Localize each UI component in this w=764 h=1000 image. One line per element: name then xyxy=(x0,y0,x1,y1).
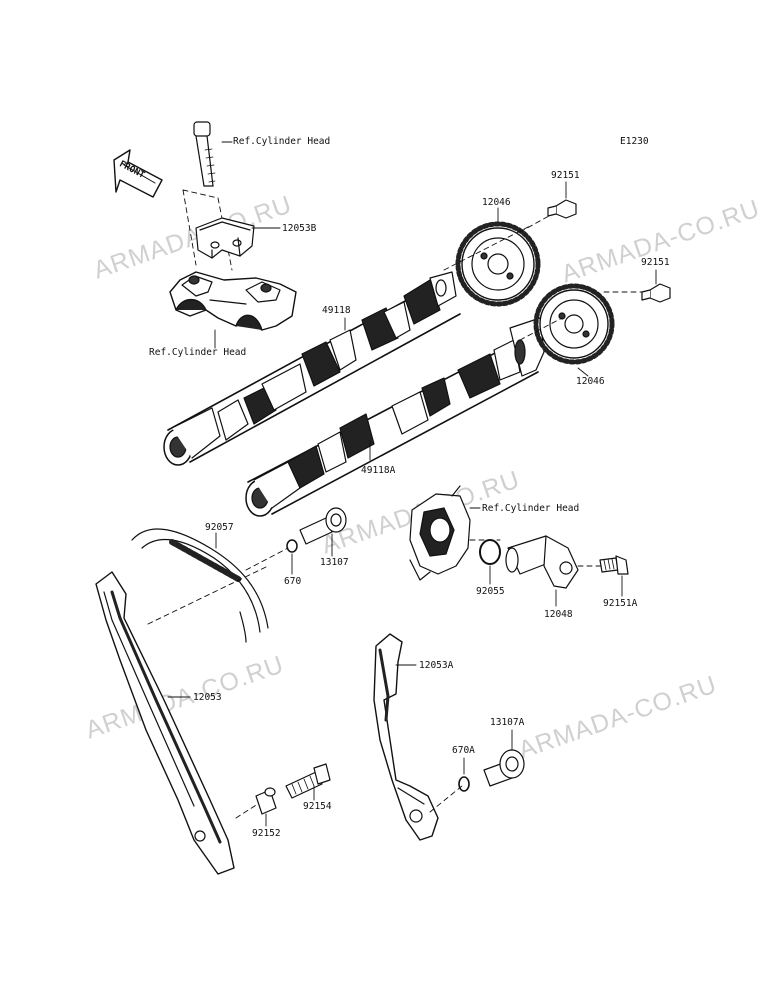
label-92152: 92152 xyxy=(252,828,281,839)
label-12053: 12053 xyxy=(193,692,222,703)
cam-sprocket-lower xyxy=(533,283,615,365)
label-670: 670 xyxy=(284,576,302,587)
label-ref-cylinder-head: Ref.Cylinder Head xyxy=(482,503,580,514)
camshaft-cap-12053B xyxy=(195,217,255,259)
cam-sprocket-upper xyxy=(455,221,541,307)
o-ring-670A xyxy=(458,776,470,792)
diagram-code: E1230 xyxy=(620,136,649,147)
front-arrow-icon xyxy=(113,149,163,198)
camshaft-49118A xyxy=(245,317,545,517)
label-12048: 12048 xyxy=(544,609,573,620)
chain-guide-12053A xyxy=(373,633,439,841)
label-12046: 12046 xyxy=(576,376,605,387)
label-92151: 92151 xyxy=(641,257,670,268)
label-92151: 92151 xyxy=(551,170,580,181)
label-13107A: 13107A xyxy=(490,717,525,728)
o-ring-670 xyxy=(286,539,298,553)
label-12053A: 12053A xyxy=(419,660,454,671)
label-12053B: 12053B xyxy=(282,223,317,234)
gasket-92055 xyxy=(479,539,501,565)
camshaft-49118 xyxy=(163,271,461,466)
label-ref-cylinder-head: Ref.Cylinder Head xyxy=(149,347,247,358)
tensioner-bolt-92151A xyxy=(599,555,629,575)
label-92055: 92055 xyxy=(476,586,505,597)
label-13107: 13107 xyxy=(320,557,349,568)
label-92154: 92154 xyxy=(303,801,332,812)
chain-tensioner-12048 xyxy=(505,535,579,589)
cam-holder-bolt xyxy=(193,121,216,187)
label-92151A: 92151A xyxy=(603,598,638,609)
sprocket-bolt-92151-upper xyxy=(547,199,577,219)
label-12046: 12046 xyxy=(482,197,511,208)
collar-92152 xyxy=(255,787,277,815)
chain-guide-12053 xyxy=(95,571,235,875)
label-92057: 92057 xyxy=(205,522,234,533)
label-670A: 670A xyxy=(452,745,475,756)
label-ref-cylinder-head: Ref.Cylinder Head xyxy=(233,136,331,147)
timing-chain xyxy=(131,528,269,643)
guide-bolt-13107A xyxy=(483,749,525,787)
bolt-92154 xyxy=(285,763,331,799)
label-49118A: 49118A xyxy=(361,465,396,476)
sprocket-bolt-92151-lower xyxy=(641,283,671,303)
guide-bolt-13107 xyxy=(299,507,347,545)
cylinder-head-section xyxy=(409,485,471,581)
label-49118: 49118 xyxy=(322,305,351,316)
camshaft-holder xyxy=(169,271,297,331)
